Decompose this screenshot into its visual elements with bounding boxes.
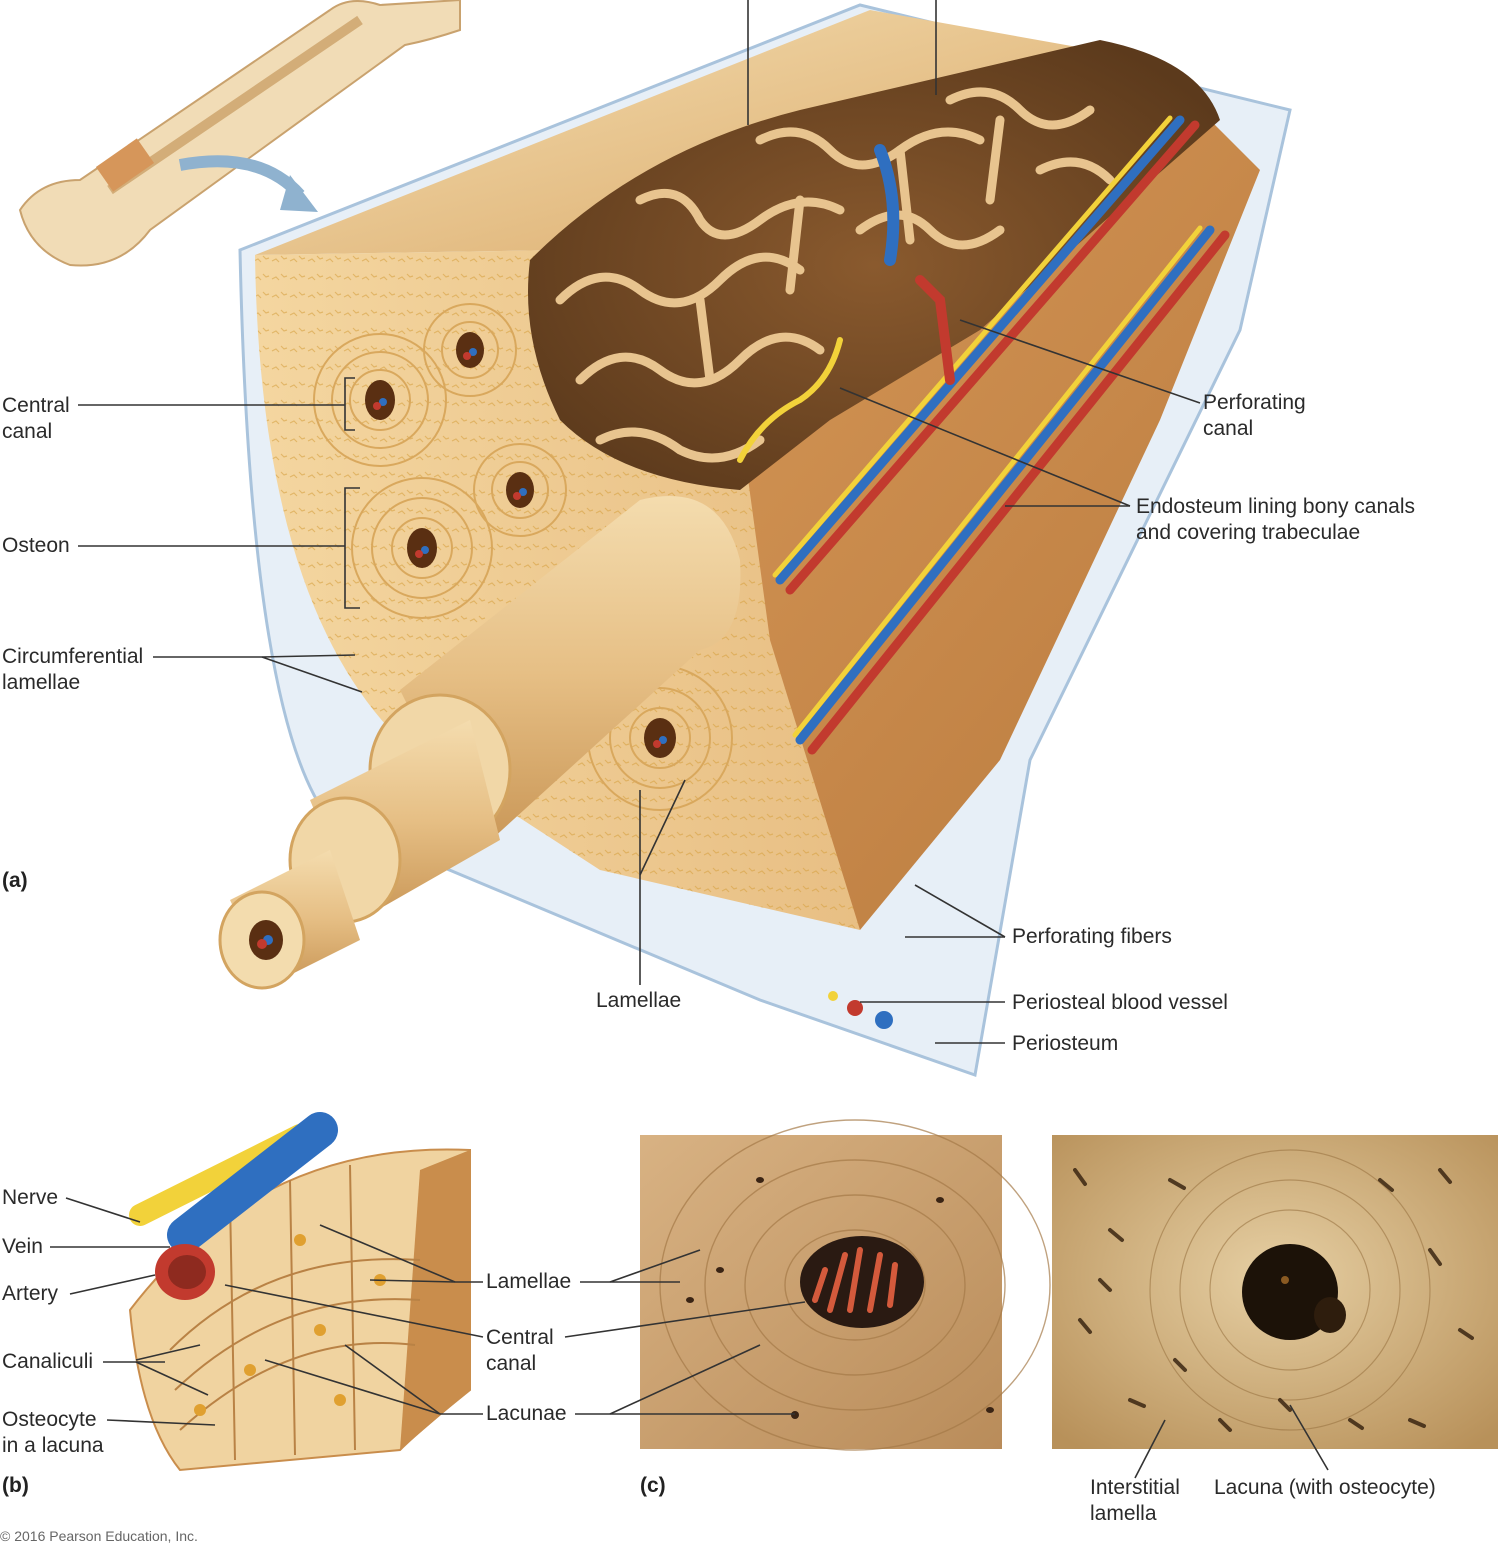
label-periosteum: Periosteum [1012, 1032, 1119, 1055]
panel-b-tag: (b) [2, 1474, 29, 1497]
label-vein: Vein [2, 1235, 43, 1258]
panel-c-micrograph-sem [640, 1119, 1051, 1451]
compact-bone-block [218, 3, 1292, 1077]
label-osteon: Osteon [2, 534, 70, 557]
panel-a-tag: (a) [2, 869, 28, 892]
osteon-cylinders [218, 496, 741, 990]
label-perforating-fibers: Perforating fibers [1012, 925, 1172, 948]
panel-c-micrograph-light [1052, 1135, 1498, 1449]
label-lamellae-b: Lamellae [486, 1270, 572, 1293]
label-lacunae: Lacunae [486, 1402, 567, 1425]
label-nerve: Nerve [2, 1186, 59, 1209]
panel-b-osteon-closeup [128, 1112, 471, 1472]
panel-a-leader-lines [78, 0, 1201, 1044]
label-lacuna-with-osteocyte: Lacuna (with osteocyte) [1214, 1476, 1436, 1499]
panel-b-leader-lines [50, 1197, 484, 1426]
label-lamellae-a: Lamellae [596, 989, 682, 1012]
label-canaliculi: Canaliculi [2, 1350, 94, 1373]
panel-c-right-leader-lines [1134, 1404, 1329, 1479]
copyright-notice: © 2016 Pearson Education, Inc. [0, 1528, 198, 1544]
panel-c-leader-lines [564, 1249, 806, 1415]
panel-c-tag: (c) [640, 1474, 666, 1497]
long-bone-overview [18, 0, 461, 267]
label-artery: Artery [2, 1282, 59, 1305]
label-periosteal-blood-vessel: Periosteal blood vessel [1012, 991, 1228, 1014]
